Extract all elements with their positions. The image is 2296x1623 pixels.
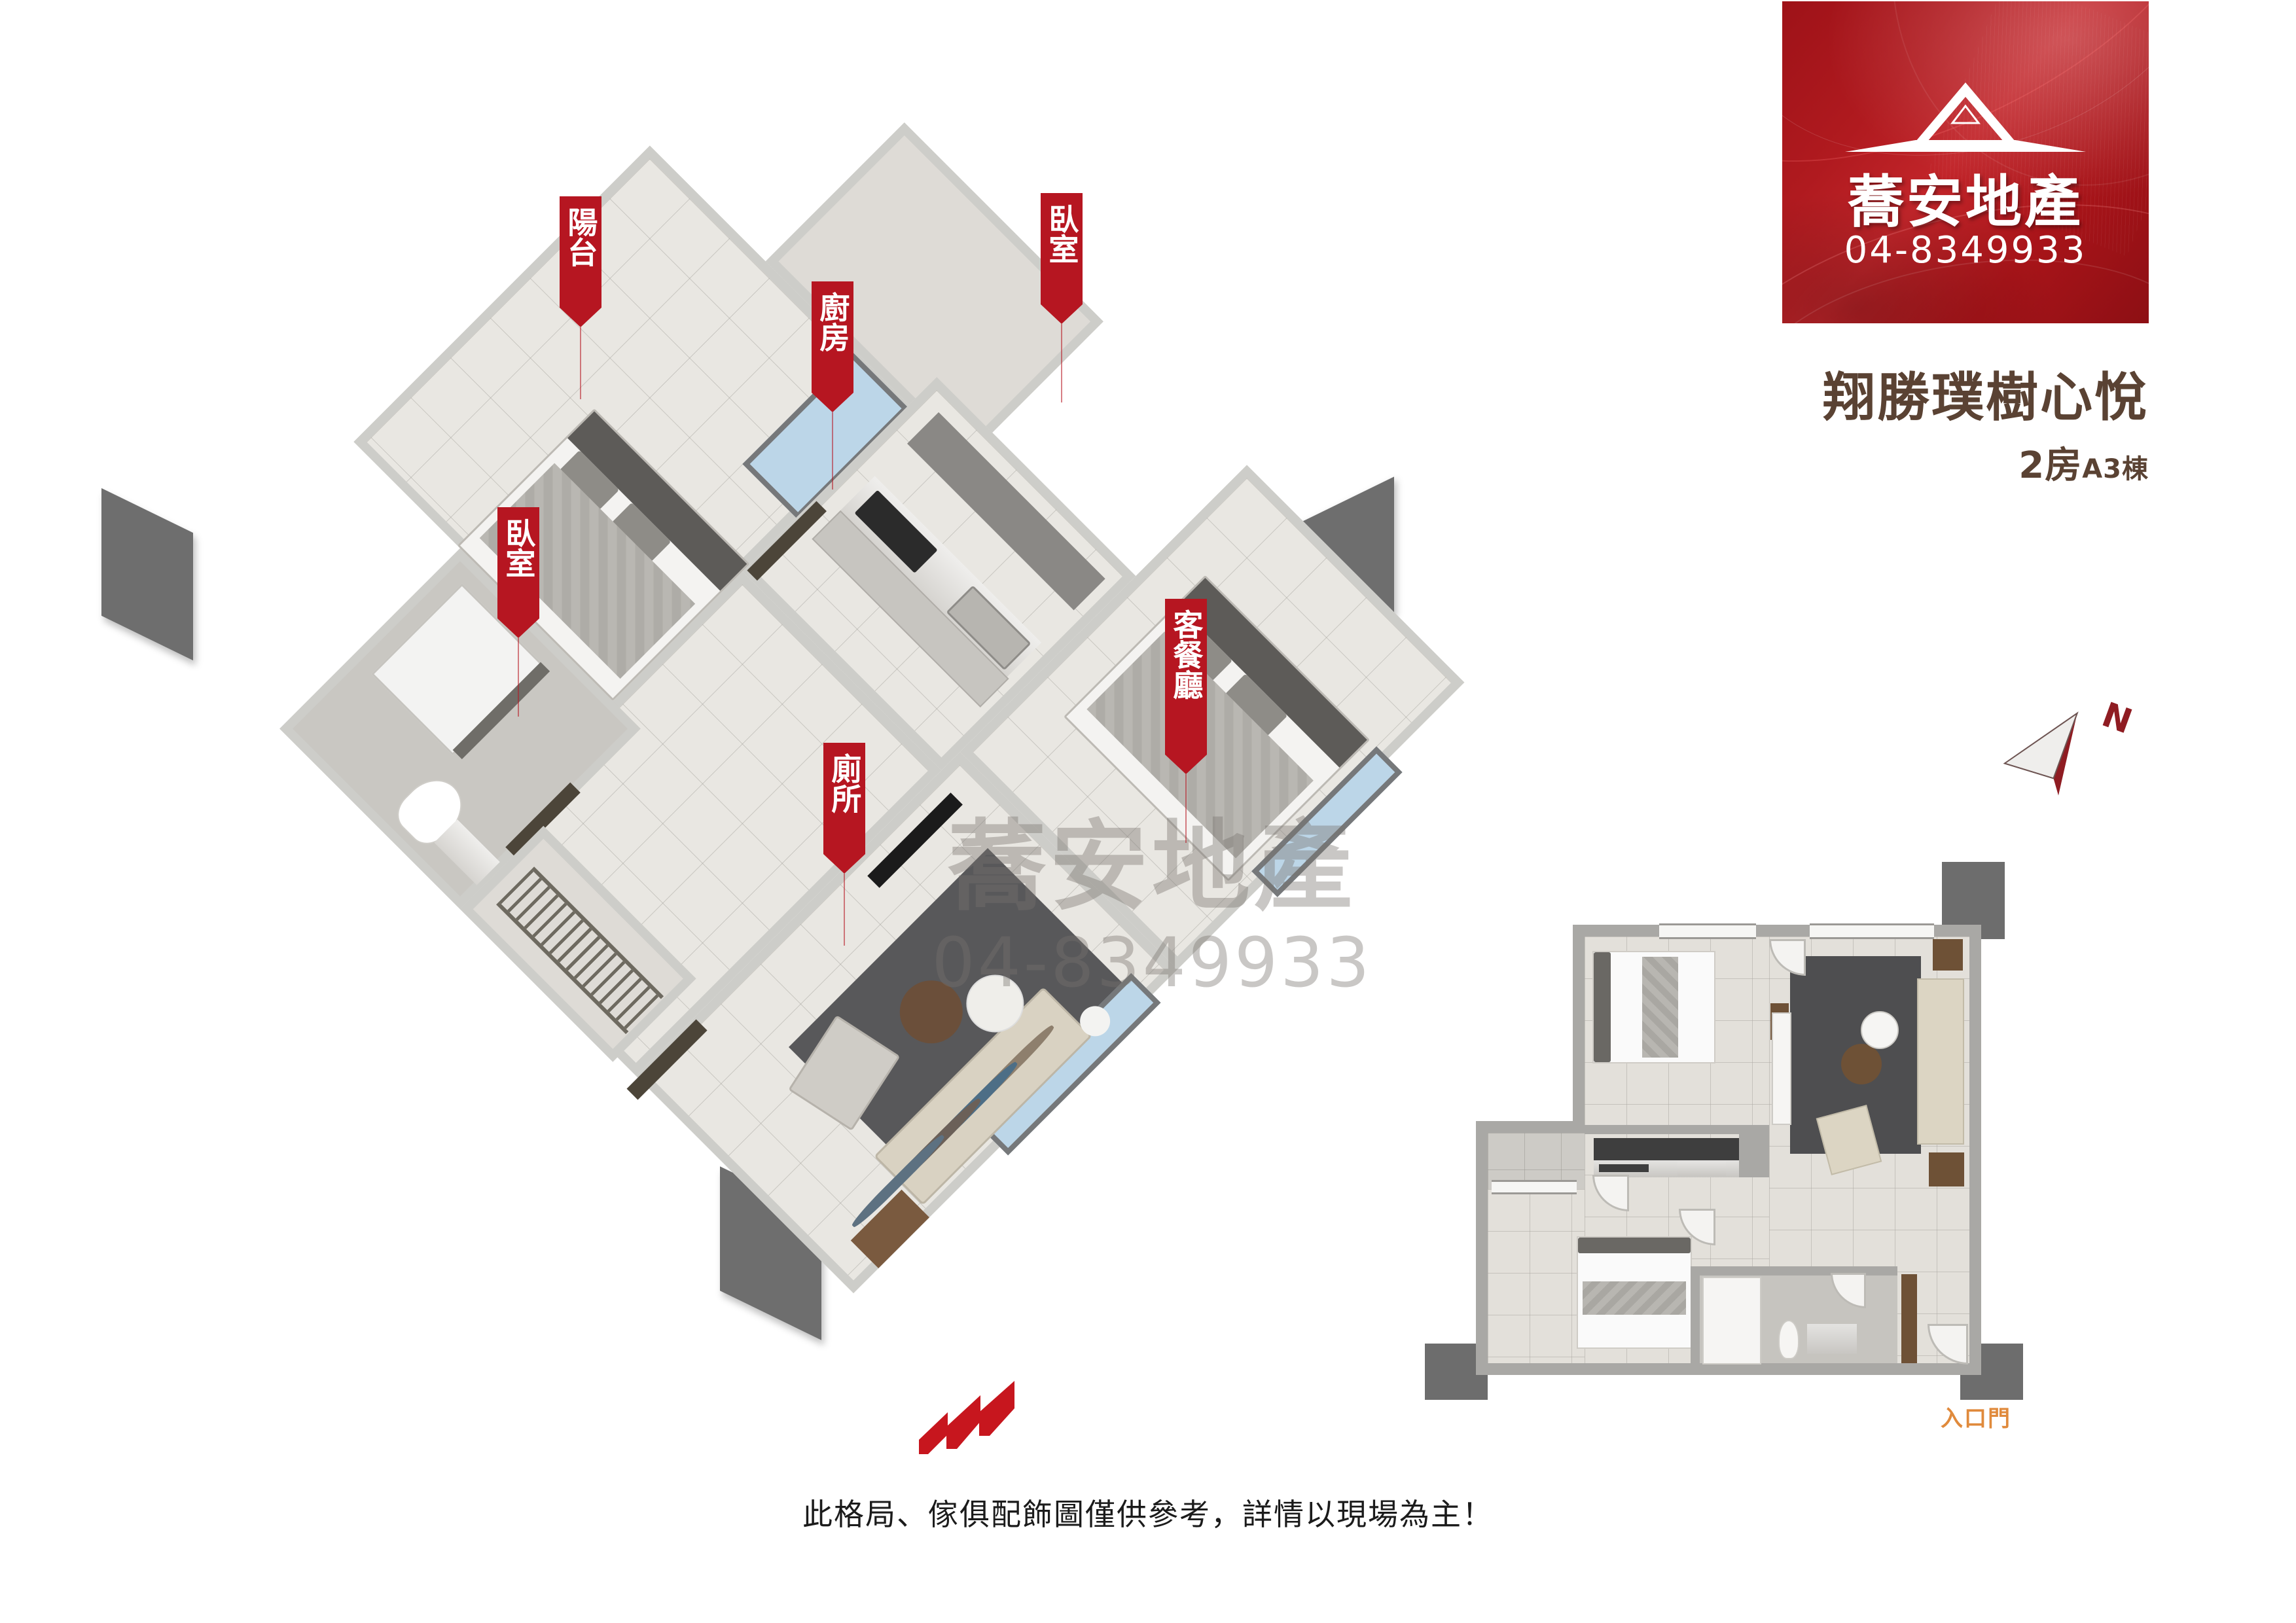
- plan-bed-headboard: [1594, 952, 1611, 1062]
- plan-window-balcony: [1492, 1180, 1577, 1194]
- mini-2d-floorplan: 入口門: [1425, 847, 2111, 1432]
- plan-wall-bath-west: [1691, 1266, 1700, 1364]
- page-title: 翔勝璞樹心悅: [1823, 367, 2149, 428]
- pin-tip: [812, 393, 853, 412]
- pin-stem: [1185, 774, 1187, 843]
- watermark: 蕎安地產 04-8349933: [923, 818, 1381, 1003]
- unit-building-code: A3棟: [2082, 454, 2149, 484]
- console-table: [850, 1189, 929, 1268]
- pin-tip: [560, 308, 601, 327]
- plan-duvet: [1582, 1281, 1687, 1315]
- entrance-direction-arrows: [916, 1361, 1067, 1479]
- unit-subtitle: 2房A3棟: [1823, 436, 2149, 489]
- plan-kitchen-sink: [1677, 1162, 1726, 1176]
- isometric-3d-floorplan: 蕎安地產 04-8349933: [65, 79, 1604, 1454]
- unit-room-count: 2房: [2018, 444, 2083, 487]
- plan-round-side-table: [1861, 1011, 1899, 1049]
- room-label-bedroom-2: 臥室: [497, 507, 539, 717]
- plan-wall-east: [1969, 925, 1981, 1375]
- room-label-text: 臥室: [501, 518, 537, 578]
- room-label-text: 廁所: [827, 753, 863, 813]
- pin-stem: [1061, 324, 1062, 402]
- plan-tv-cabinet: [1772, 1012, 1791, 1125]
- pin-stem: [844, 874, 845, 946]
- plan-room-balcony: [1488, 1133, 1598, 1189]
- plan-window-bedroom-1: [1659, 923, 1756, 939]
- plan-bed-bedroom-2: [1577, 1236, 1692, 1349]
- plan-bed-headboard: [1578, 1238, 1691, 1253]
- plan-wall-bed1-south: [1585, 1125, 1769, 1134]
- compass-n-label: N: [2097, 695, 2137, 741]
- pin-tip: [1041, 304, 1083, 324]
- room-label-living-dining: 客餐廳: [1165, 599, 1207, 843]
- pin-stem: [580, 327, 581, 399]
- watermark-phone: 04-8349933: [931, 923, 1372, 1003]
- pin-tip: [1165, 755, 1207, 774]
- plan-wall-kitchen-divider: [1739, 1133, 1769, 1177]
- plan-wall-west-upper: [1573, 925, 1585, 1133]
- disclaimer-note: 此格局、傢俱配飾圖僅供參考，詳情以現場為主！: [802, 1497, 1494, 1532]
- plan-bed-bedroom-1: [1592, 951, 1715, 1063]
- room-label-text: 陽台: [563, 207, 599, 267]
- plan-entry-door-label: 入口門: [1941, 1406, 2011, 1432]
- plan-wall-bath-north: [1691, 1266, 1897, 1275]
- watermark-company-name: 蕎安地產: [947, 810, 1356, 924]
- room-label-text: 臥室: [1044, 204, 1080, 264]
- pin-stem: [832, 412, 833, 490]
- room-label-text: 客餐廳: [1168, 609, 1204, 700]
- room-label-balcony: 陽台: [560, 196, 601, 399]
- plan-wall-south: [1476, 1363, 1981, 1375]
- plan-duvet: [1641, 956, 1678, 1058]
- room-label-bedroom-1: 臥室: [1041, 193, 1083, 402]
- plan-wall-west-lower: [1476, 1121, 1488, 1375]
- pin-tip: [497, 618, 539, 638]
- plan-wall-west-jog: [1476, 1121, 1585, 1133]
- plan-washbasin: [1807, 1324, 1857, 1354]
- room-label-text: 廚房: [815, 292, 851, 352]
- room-label-toilet: 廁所: [823, 743, 865, 946]
- plan-side-cabinet: [1929, 1152, 1964, 1186]
- plan-shower-enclosure: [1702, 1277, 1761, 1364]
- pin-stem: [518, 638, 519, 717]
- pin-tip: [823, 854, 865, 874]
- north-arrow: N: [1990, 684, 2140, 821]
- company-logo-card: 蕎安地產 04-8349933: [1782, 1, 2149, 323]
- plan-coffee-table: [1841, 1044, 1882, 1084]
- plan-console-table: [1933, 939, 1963, 971]
- plan-kitchen-upper-cabinet: [1594, 1138, 1739, 1160]
- project-title-block: 翔勝璞樹心悅 2房A3棟: [1823, 372, 2149, 489]
- plan-toilet-fixture: [1778, 1320, 1799, 1359]
- plan-entry-foyer-panel: [1901, 1274, 1917, 1363]
- plan-kitchen-cooktop: [1599, 1164, 1649, 1172]
- room-label-kitchen: 廚房: [812, 281, 853, 490]
- logo-company-name: 蕎安地產: [1848, 169, 2083, 235]
- plan-window-living: [1810, 923, 1934, 939]
- plan-sofa: [1917, 978, 1964, 1145]
- mountain-roof-icon: [1782, 79, 2149, 157]
- logo-phone-number: 04-8349933: [1844, 229, 2087, 272]
- isometric-plate: [164, 7, 1465, 1294]
